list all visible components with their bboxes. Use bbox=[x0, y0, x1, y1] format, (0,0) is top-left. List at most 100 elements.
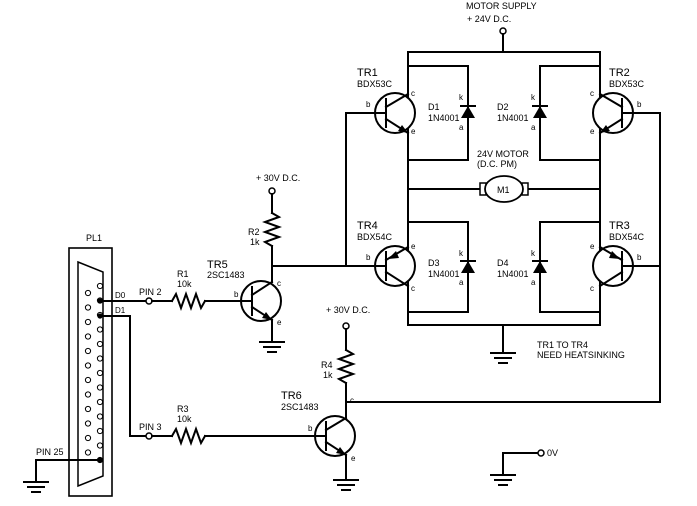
d4-pin-a: a bbox=[531, 278, 536, 287]
d3-pin-a: a bbox=[459, 278, 464, 287]
connector-pin bbox=[84, 449, 92, 456]
motor-supply-title: MOTOR SUPPLY bbox=[466, 1, 537, 11]
connector-pin bbox=[96, 282, 104, 290]
connector-pin bbox=[96, 398, 104, 406]
pin3-label: PIN 3 bbox=[139, 422, 162, 432]
connector-pin bbox=[84, 376, 92, 384]
tr6-pin-e: e bbox=[351, 454, 356, 463]
motor-supply-voltage: + 24V D.C. bbox=[467, 14, 511, 24]
connector-pin bbox=[96, 413, 104, 420]
tr1-part: BDX53C bbox=[357, 79, 393, 89]
resistor-r3 bbox=[167, 426, 327, 446]
note-line-1: TR1 TO TR4 bbox=[537, 340, 588, 350]
ground-tr5 bbox=[259, 341, 285, 353]
tr5-part: 2SC1483 bbox=[207, 270, 245, 280]
connector-pin bbox=[84, 362, 92, 369]
diode-d4 bbox=[532, 221, 601, 313]
motor-desc-1: 24V MOTOR bbox=[477, 149, 529, 159]
pl1-d1-pin bbox=[97, 313, 103, 319]
ground-tr6 bbox=[333, 479, 359, 491]
d1-name: D1 bbox=[428, 102, 440, 112]
tr6-name: TR6 bbox=[281, 390, 302, 402]
diode-d3 bbox=[407, 221, 476, 313]
d4-pin-k: k bbox=[531, 249, 536, 258]
tr6-pin-c: c bbox=[350, 396, 354, 405]
tr3-name: TR3 bbox=[609, 220, 630, 232]
transistor-tr4 bbox=[345, 245, 416, 288]
resistor-r4 bbox=[336, 328, 356, 419]
resistor-r2 bbox=[262, 193, 282, 267]
connector-pin bbox=[84, 333, 92, 340]
tr3-pin-c: c bbox=[590, 284, 594, 293]
connector-pin bbox=[96, 427, 104, 435]
d3-pin-k: k bbox=[459, 249, 464, 258]
tr5-pin-b: b bbox=[234, 290, 239, 299]
tr5-name: TR5 bbox=[207, 259, 228, 271]
transistor-tr3 bbox=[592, 245, 661, 288]
connector-pin bbox=[84, 434, 92, 442]
tr3-pin-e: e bbox=[590, 242, 595, 251]
diode-d1 bbox=[407, 65, 476, 161]
d2-pin-k: k bbox=[531, 93, 536, 102]
tr6-part: 2SC1483 bbox=[281, 402, 319, 412]
d2-pin-a: a bbox=[531, 123, 536, 132]
ground-bridge bbox=[490, 324, 516, 364]
r1-value: 10k bbox=[177, 279, 192, 289]
tr4-name: TR4 bbox=[357, 220, 378, 232]
transistor-tr2 bbox=[592, 92, 661, 135]
tr1-pin-c: c bbox=[411, 89, 415, 98]
tr6-pin-b: b bbox=[308, 424, 313, 433]
d0-label: D0 bbox=[115, 291, 126, 300]
tr2-name: TR2 bbox=[609, 67, 630, 79]
tr1-pin-b: b bbox=[366, 100, 371, 109]
r4-value: 1k bbox=[323, 370, 333, 380]
tr5-pin-c: c bbox=[277, 279, 281, 288]
connector-pin bbox=[84, 420, 92, 427]
tr2-pin-b: b bbox=[637, 100, 642, 109]
pl1-wiring bbox=[99, 300, 147, 437]
ov-terminal bbox=[537, 449, 545, 457]
d1-pin-a: a bbox=[459, 123, 464, 132]
r2-value: 1k bbox=[250, 237, 260, 247]
tr2-pin-c: c bbox=[590, 89, 594, 98]
transistor-tr1 bbox=[345, 92, 416, 135]
d4-name: D4 bbox=[497, 258, 509, 268]
r3-name: R3 bbox=[177, 404, 189, 414]
r3-value: 10k bbox=[177, 414, 192, 424]
r4-name: R4 bbox=[321, 360, 333, 370]
ground-0v bbox=[490, 452, 539, 486]
note-line-2: NEED HEATSINKING bbox=[537, 350, 625, 360]
motor-label: M1 bbox=[497, 185, 510, 195]
connector-pin bbox=[96, 442, 104, 449]
tr6-supply-label: + 30V D.C. bbox=[326, 305, 370, 315]
pl1-d0-pin bbox=[97, 298, 103, 304]
transistor-tr6 bbox=[314, 415, 356, 481]
tr2-pin-e: e bbox=[590, 127, 595, 136]
r2-name: R2 bbox=[248, 227, 260, 237]
tr1-pin-e: e bbox=[411, 127, 416, 136]
d4-part: 1N4001 bbox=[497, 269, 529, 279]
tr4-pin-c: c bbox=[411, 284, 415, 293]
d1-part: 1N4001 bbox=[428, 113, 460, 123]
r1-name: R1 bbox=[177, 269, 189, 279]
pin25-label: PIN 25 bbox=[36, 447, 64, 457]
tr3-pin-b: b bbox=[637, 253, 642, 262]
tr5-pin-e: e bbox=[277, 318, 282, 327]
d1-pin-k: k bbox=[459, 93, 464, 102]
tr4-pin-e: e bbox=[411, 242, 416, 251]
connector-pin bbox=[96, 369, 104, 377]
motor-desc-2: (D.C. PM) bbox=[477, 159, 517, 169]
connector-pin bbox=[84, 304, 92, 311]
pl1-name: PL1 bbox=[86, 233, 102, 243]
resistor-r1 bbox=[167, 291, 253, 311]
connector-pin bbox=[96, 384, 104, 391]
d2-name: D2 bbox=[497, 102, 509, 112]
d3-part: 1N4001 bbox=[428, 269, 460, 279]
connector-pin bbox=[96, 355, 104, 362]
diode-d2 bbox=[532, 65, 601, 161]
pin2-label: PIN 2 bbox=[139, 287, 162, 297]
tr1-name: TR1 bbox=[357, 67, 378, 79]
connector-pin bbox=[96, 340, 104, 348]
d2-part: 1N4001 bbox=[497, 113, 529, 123]
